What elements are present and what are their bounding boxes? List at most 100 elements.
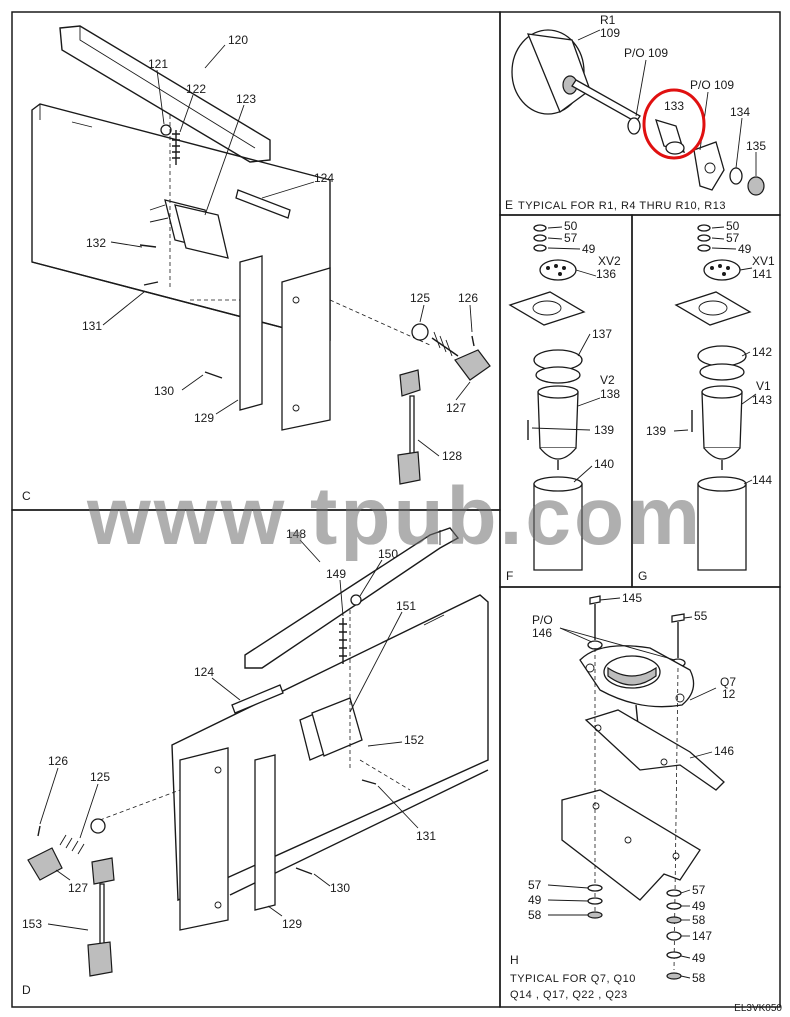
callout-121: 121	[148, 57, 168, 71]
callout-xv1: XV1	[752, 254, 775, 268]
panel-frames	[11, 11, 781, 1008]
panel-e-letter: E	[505, 198, 513, 212]
panel-h-drawing	[561, 595, 725, 980]
callout-49-h-right: 49	[692, 899, 706, 913]
callout-49-g: 49	[738, 242, 752, 256]
callout-138: 138	[600, 387, 620, 401]
callout-57-f: 57	[564, 231, 578, 245]
callout-12: 12	[722, 687, 736, 701]
callout-49-h-right-b: 49	[692, 951, 706, 965]
callout-v1: V1	[756, 379, 771, 393]
callout-144: 144	[752, 473, 772, 487]
callout-125: 125	[410, 291, 430, 305]
callout-143: 143	[752, 393, 772, 407]
panel-c-leaders	[102, 44, 473, 457]
callout-153: 153	[22, 917, 42, 931]
callout-129-d: 129	[282, 917, 302, 931]
callout-109: 109	[600, 26, 620, 40]
panel-f-letter: F	[506, 569, 513, 583]
callout-139-f: 139	[594, 423, 614, 437]
callout-146-a: 146	[532, 626, 552, 640]
callout-145: 145	[622, 591, 642, 605]
callout-133: 133	[664, 99, 684, 113]
callout-140: 140	[594, 457, 614, 471]
callout-134: 134	[730, 105, 750, 119]
callout-120: 120	[228, 33, 248, 47]
callout-124: 124	[314, 171, 334, 185]
panel-e-drawing	[511, 29, 765, 196]
panel-d-drawing	[27, 527, 489, 977]
callout-152: 152	[404, 733, 424, 747]
callout-126-d: 126	[48, 754, 68, 768]
callout-150: 150	[378, 547, 398, 561]
callout-57-g: 57	[726, 231, 740, 245]
panel-f-leaders	[531, 226, 601, 483]
callout-136: 136	[596, 267, 616, 281]
panel-c-letter: C	[22, 489, 31, 503]
callout-151: 151	[396, 599, 416, 613]
callout-126: 126	[458, 291, 478, 305]
callout-130-d: 130	[330, 881, 350, 895]
panel-e-caption: TYPICAL FOR R1, R4 THRU R10, R13	[518, 200, 726, 212]
panel-h-leaders	[547, 597, 717, 979]
callout-57-h-left: 57	[528, 878, 542, 892]
callout-148: 148	[286, 527, 306, 541]
callout-128: 128	[442, 449, 462, 463]
highlight-circle-133	[642, 88, 706, 160]
callout-49-h-left: 49	[528, 893, 542, 907]
callout-58-h-right-b: 58	[692, 971, 706, 985]
panel-e-callouts: R1 109 P/O 109 P/O 109 133 134 135 E TYP…	[505, 13, 766, 212]
panel-h-callouts: 145 P/O 146 55 Q7 12 146 57 49 58 57 49 …	[510, 591, 736, 1001]
callout-po-109-b: P/O 109	[690, 78, 734, 92]
panel-d-letter: D	[22, 983, 31, 997]
callout-v2: V2	[600, 373, 615, 387]
panel-f-drawing	[508, 224, 586, 571]
figure-id: EL3VK050	[734, 1003, 782, 1014]
callout-137: 137	[592, 327, 612, 341]
callout-123: 123	[236, 92, 256, 106]
panel-h-caption-line1: TYPICAL FOR Q7, Q10	[510, 973, 636, 985]
callout-149: 149	[326, 567, 346, 581]
panel-f-callouts: 50 57 49 XV2 136 137 V2 138 139 140 F	[506, 219, 621, 583]
callout-130: 130	[154, 384, 174, 398]
callout-r1: R1	[600, 13, 616, 27]
callout-132: 132	[86, 236, 106, 250]
panel-c-callouts: 120 121 122 123 124 132 131 130 129 125 …	[22, 33, 478, 503]
callout-135: 135	[746, 139, 766, 153]
callout-50-g: 50	[726, 219, 740, 233]
callout-xv2: XV2	[598, 254, 621, 268]
callout-122: 122	[186, 82, 206, 96]
callout-58-h-right: 58	[692, 913, 706, 927]
callout-55: 55	[694, 609, 708, 623]
callout-127: 127	[446, 401, 466, 415]
panel-c-drawing	[31, 25, 491, 485]
panel-g-leaders	[673, 226, 757, 485]
panel-g-letter: G	[638, 569, 647, 583]
callout-57-h-right: 57	[692, 883, 706, 897]
callout-58-h-left: 58	[528, 908, 542, 922]
callout-124-d: 124	[194, 665, 214, 679]
callout-po-146: P/O	[532, 613, 553, 627]
callout-146-b: 146	[714, 744, 734, 758]
callout-147: 147	[692, 929, 712, 943]
callout-po-109-a: P/O 109	[624, 46, 668, 60]
callout-131-d: 131	[416, 829, 436, 843]
panel-d-leaders	[39, 539, 419, 931]
callout-50-f: 50	[564, 219, 578, 233]
callout-49-f: 49	[582, 242, 596, 256]
callout-131: 131	[82, 319, 102, 333]
panel-g-drawing	[674, 224, 752, 571]
callout-139-g: 139	[646, 424, 666, 438]
panel-d-callouts: 148 150 149 151 124 152 126 125 131 127 …	[22, 527, 436, 997]
callout-127-d: 127	[68, 881, 88, 895]
callout-125-d: 125	[90, 770, 110, 784]
panel-g-callouts: 50 57 49 XV1 141 142 V1 143 139 144 G	[638, 219, 775, 583]
callout-129: 129	[194, 411, 214, 425]
callout-q7: Q7	[720, 675, 736, 689]
panel-h-caption-line2: Q14 , Q17, Q22 , Q23	[510, 989, 628, 1001]
callout-142: 142	[752, 345, 772, 359]
callout-141: 141	[752, 267, 772, 281]
panel-h-letter: H	[510, 953, 519, 967]
